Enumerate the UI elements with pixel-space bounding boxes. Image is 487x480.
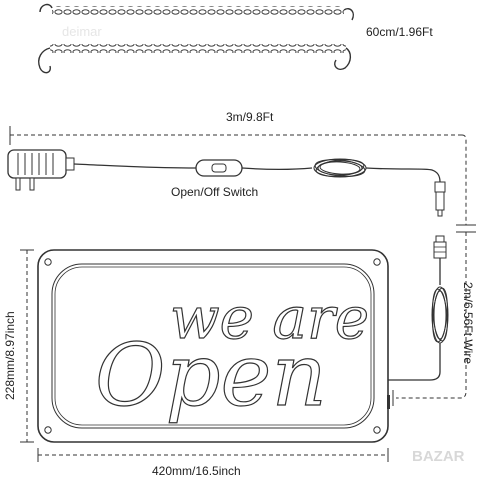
dc-barrel-plug xyxy=(434,181,446,217)
width-label: 420mm/16.5inch xyxy=(152,464,241,478)
coiled-wire-vertical xyxy=(431,286,449,344)
power-adapter xyxy=(7,149,75,191)
height-dimension xyxy=(20,249,34,443)
cable-length-dimension xyxy=(9,126,476,226)
open-off-switch xyxy=(195,159,243,177)
chain-length-label: 60cm/1.96Ft xyxy=(366,25,433,39)
neon-text-line2: Open xyxy=(95,326,327,426)
wire-length-dimension xyxy=(392,231,476,406)
watermark-text: deimar xyxy=(62,24,102,39)
switch-label: Open/Off Switch xyxy=(171,185,259,199)
width-dimension xyxy=(37,448,389,462)
neon-text-line1: we are xyxy=(170,284,369,352)
height-label: 228mm/8.97inch xyxy=(3,311,17,400)
hanging-chain-top xyxy=(39,3,354,21)
hanging-chain-bottom xyxy=(38,44,352,74)
dc-barrel-socket xyxy=(433,235,447,259)
neon-sign-text: we are Open xyxy=(94,283,369,426)
coiled-cable xyxy=(313,158,367,178)
wire-length-label: 2m/6.56Ft Wire xyxy=(461,282,475,365)
neon-sign-panel xyxy=(37,249,390,443)
cable-length-label: 3m/9.8Ft xyxy=(226,110,274,124)
bazar-badge: BAZAR xyxy=(412,448,465,465)
